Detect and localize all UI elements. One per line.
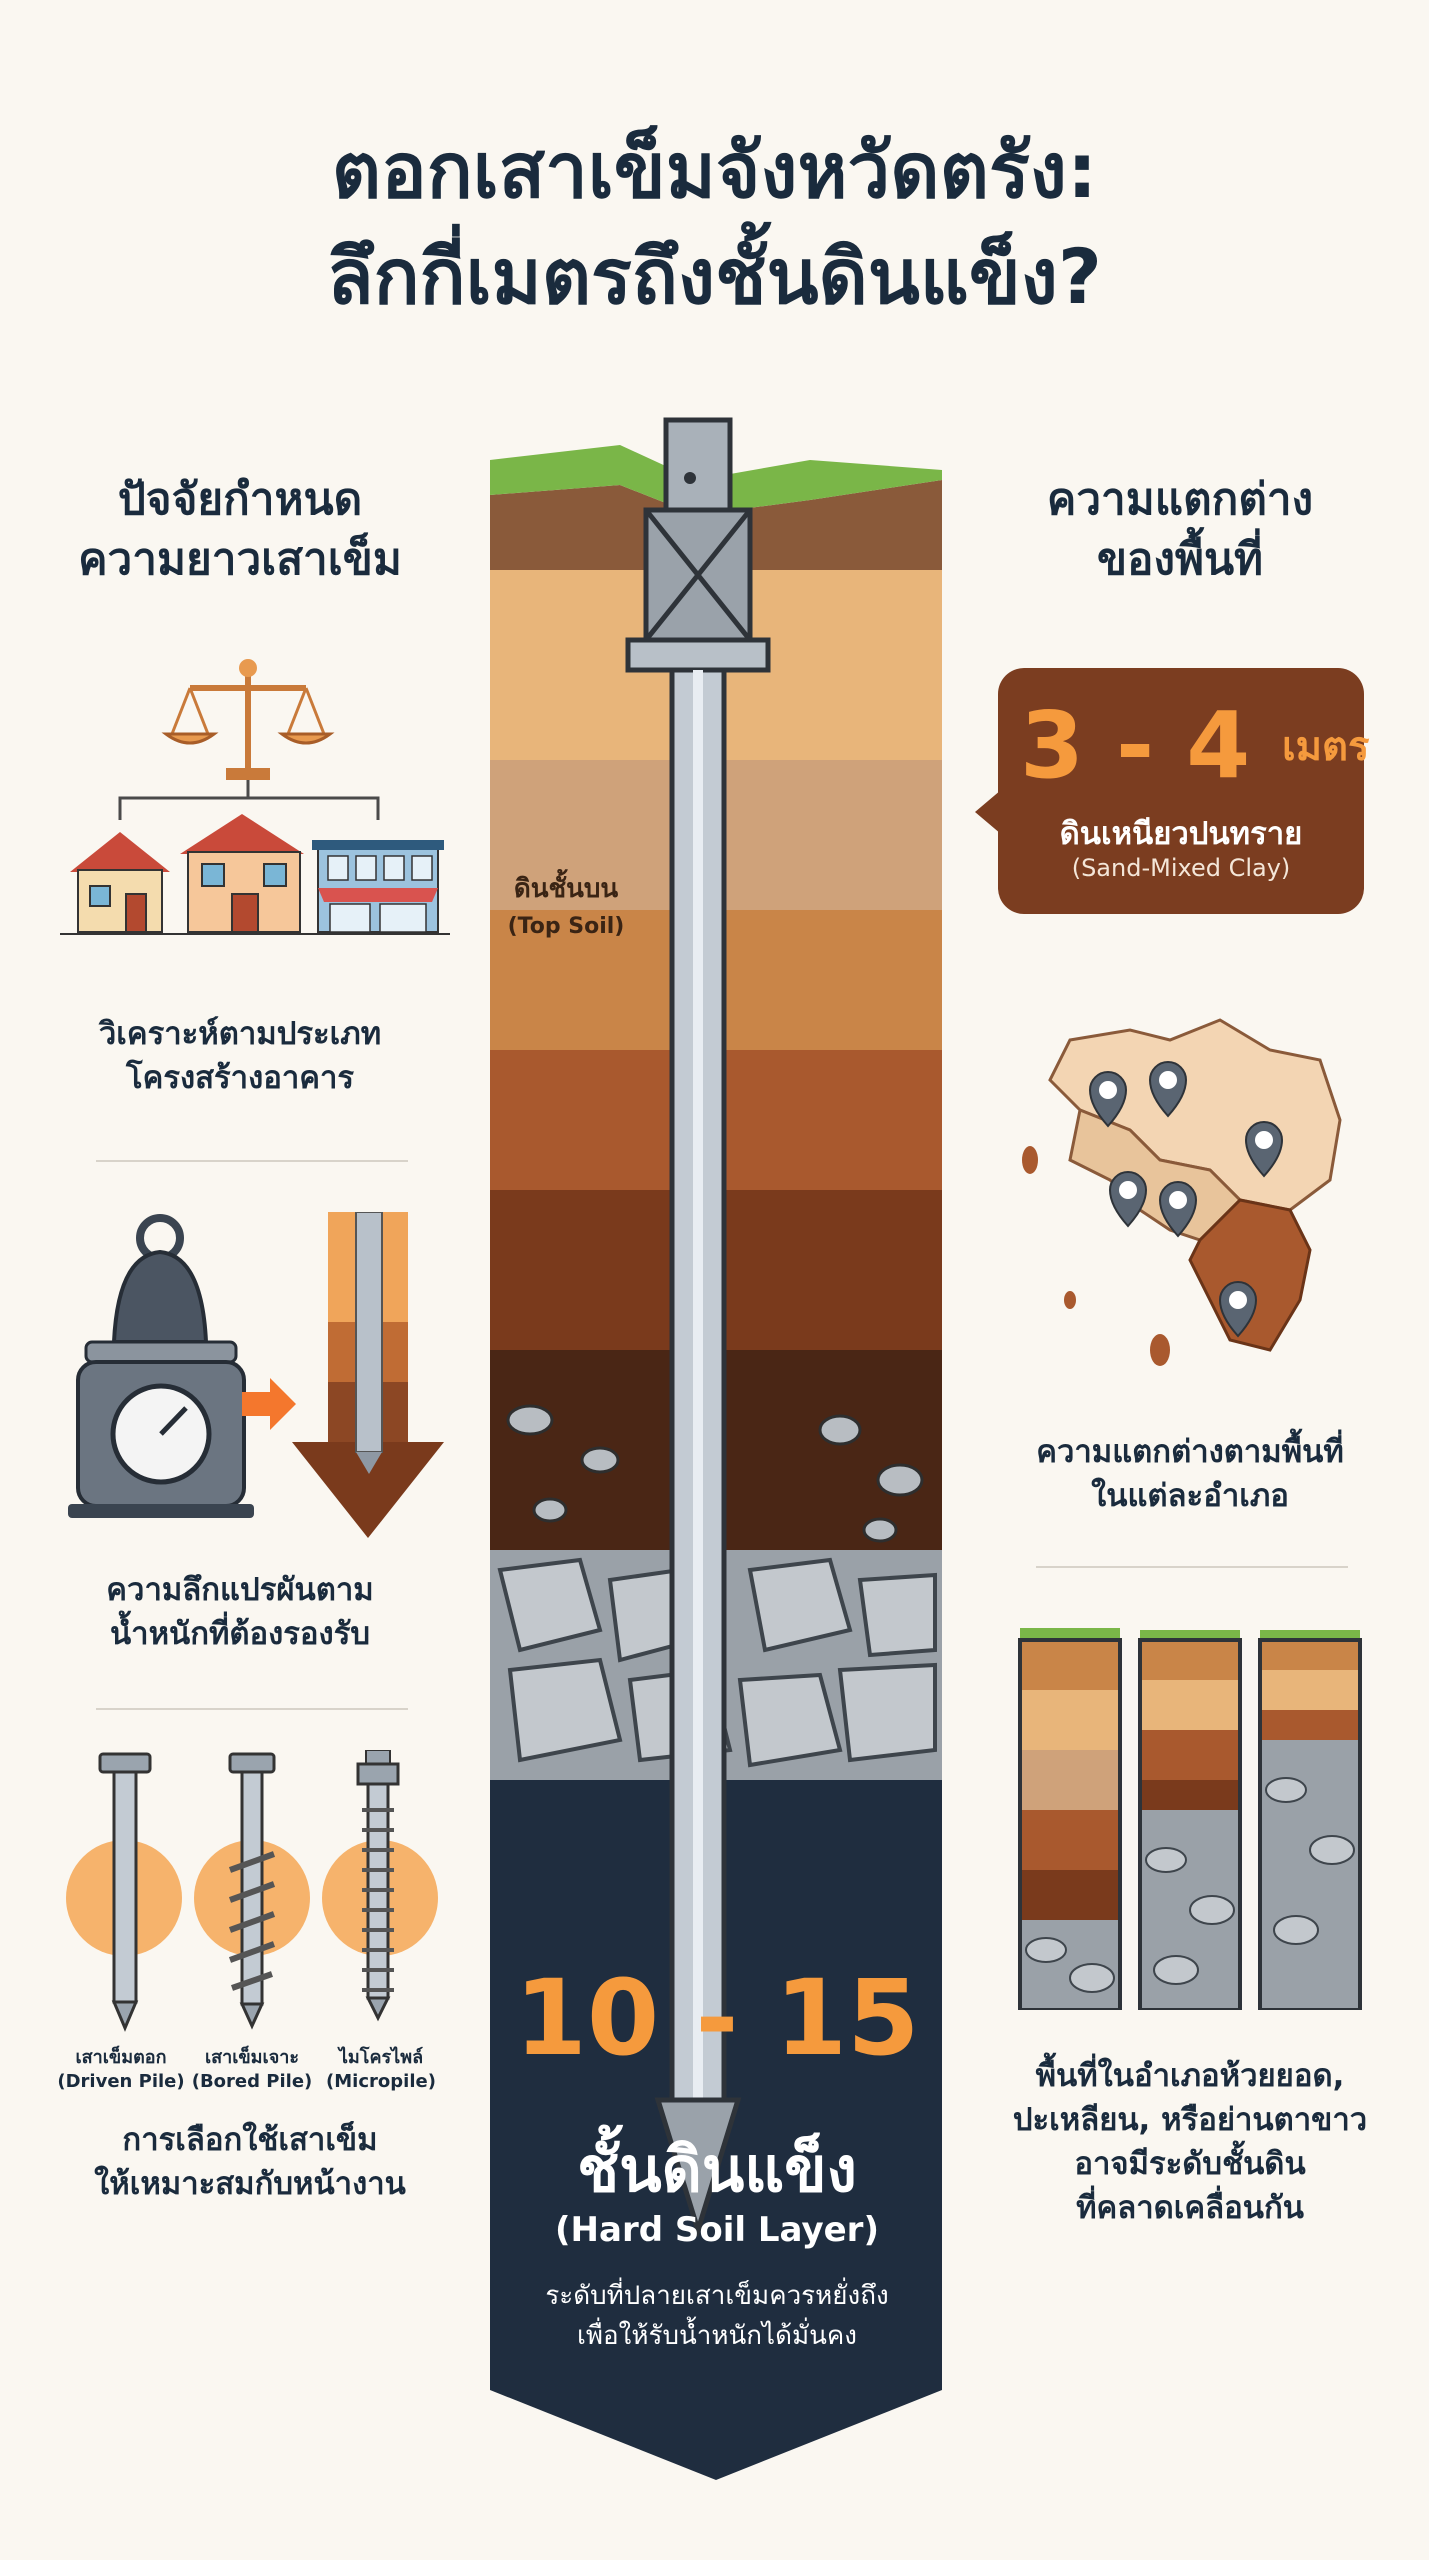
top-soil-th: ดินชั้นบน: [513, 874, 619, 904]
factor2-line-2: น้ำหนักที่ต้องรองรับ: [109, 1616, 371, 1652]
factor3-line-1: การเลือกใช้เสาเข็ม: [122, 2122, 378, 2158]
factor1-line-1: วิเคราะห์ตามประเภท: [98, 1016, 382, 1052]
title-line-2: ลึกกี่เมตรถึงชั้นดินแข็ง?: [327, 232, 1102, 321]
factor2-line-1: ความลึกแปรผันตาม: [106, 1572, 374, 1608]
house-icon: [70, 832, 170, 933]
badge-soil-type: ดินเหนียวปนทราย: [1059, 816, 1303, 852]
hard-desc-line-1: ระดับที่ปลายเสาเข็มควรหยั่งถึง: [545, 2281, 889, 2311]
factor-load-caption: ความลึกแปรผันตาม น้ำหนักที่ต้องรองรับ: [40, 1568, 440, 1656]
trang-district-map-icon: [1022, 1018, 1342, 1366]
hard-layer-depth-range: 10 - 15: [514, 1957, 920, 2079]
factor3-line-2: ให้เหมาะสมกับหน้างาน: [94, 2166, 406, 2202]
hard-layer-description: ระดับที่ปลายเสาเข็มควรหยั่งถึง เพื่อให้ร…: [486, 2276, 948, 2356]
factor-building-caption: วิเคราะห์ตามประเภท โครงสร้างอาคาร: [40, 1012, 440, 1100]
divider: [1036, 1566, 1348, 1568]
pile-label-th: เสาเข็มเจาะ: [204, 2047, 300, 2068]
pile-label-en: (Micropile): [326, 2071, 436, 2092]
soil-column-1: [1018, 1628, 1122, 2010]
pile-label-bored: เสาเข็มเจาะ (Bored Pile): [187, 2046, 317, 2094]
soil-column-2: [1138, 1630, 1242, 2010]
driven-pile-icon: [98, 1752, 152, 2032]
load-depth-icon: [68, 1212, 444, 1538]
shallow-depth-badge: 3 - 4 เมตร ดินเหนียวปนทราย (Sand-Mixed C…: [998, 668, 1370, 914]
map-caption: ความแตกต่างตามพื้นที่ ในแต่ละอำเภอ: [990, 1430, 1390, 1518]
top-soil-en: (Top Soil): [507, 914, 625, 939]
pile-label-th: เสาเข็มตอก: [75, 2047, 167, 2068]
micropile-icon: [356, 1750, 400, 2022]
hard-desc-line-2: เพื่อให้รับน้ำหนักได้มั่นคง: [577, 2321, 857, 2351]
pile-label-driven: เสาเข็มตอก (Driven Pile): [56, 2046, 186, 2094]
townhouse-icon: [180, 814, 304, 933]
badge-soil-type-en: (Sand-Mixed Clay): [1071, 854, 1291, 882]
left-heading: ปัจจัยกำหนด ความยาวเสาเข็ม: [40, 470, 440, 590]
top-soil-label: ดินชั้นบน (Top Soil): [496, 870, 636, 946]
right-heading-line-1: ความแตกต่าง: [1046, 474, 1314, 525]
title-line-1: ตอกเสาเข็มจังหวัดตรัง:: [331, 126, 1098, 215]
pile-label-micro: ไมโครไพล์ (Micropile): [316, 2046, 446, 2094]
hard-layer-title: ชั้นดินแข็ง: [577, 2133, 857, 2206]
divider: [96, 1160, 408, 1162]
soil-columns-comparison-icon: [1018, 1628, 1362, 2010]
left-heading-line-1: ปัจจัยกำหนด: [117, 474, 363, 525]
soil-profile-illustration: [490, 417, 942, 2480]
building-types-icon: [60, 659, 450, 935]
pile-into-soil-icon: [292, 1212, 444, 1538]
badge-unit: เมตร: [1282, 724, 1370, 770]
shop-building-icon: [312, 840, 444, 933]
divider: [96, 1708, 408, 1710]
cols-caption-line-1: พื้นที่ในอำเภอห้วยยอด,: [1035, 2058, 1345, 2094]
right-heading: ความแตกต่าง ของพื้นที่: [980, 470, 1380, 590]
right-heading-line-2: ของพื้นที่: [1096, 534, 1264, 585]
arrow-right-icon: [242, 1378, 296, 1430]
pile-label-th: ไมโครไพล์: [338, 2047, 424, 2068]
weight-scale-icon: [68, 1214, 254, 1518]
badge-range: 3 - 4: [1020, 692, 1251, 799]
factor-pile-type-caption: การเลือกใช้เสาเข็ม ให้เหมาะสมกับหน้างาน: [40, 2118, 460, 2206]
map-caption-line-2: ในแต่ละอำเภอ: [1091, 1478, 1289, 1514]
cols-caption-line-2: ปะเหลียน, หรือย่านตาขาว: [1012, 2102, 1368, 2138]
pile-types-icon: [66, 1750, 438, 2032]
badge-pointer: [975, 790, 1001, 834]
page-title: ตอกเสาเข็มจังหวัดตรัง: ลึกกี่เมตรถึงชั้น…: [0, 118, 1429, 330]
left-heading-line-2: ความยาวเสาเข็ม: [78, 534, 402, 585]
pile-label-en: (Bored Pile): [191, 2071, 313, 2092]
map-caption-line-1: ความแตกต่างตามพื้นที่: [1036, 1434, 1344, 1470]
steel-pile-icon: [625, 417, 771, 2239]
balance-scale-icon: [161, 659, 335, 780]
soil-columns-caption: พื้นที่ในอำเภอห้วยยอด, ปะเหลียน, หรือย่า…: [990, 2054, 1390, 2230]
pile-label-en: (Driven Pile): [57, 2071, 185, 2092]
bored-pile-icon: [228, 1752, 276, 2030]
hard-layer-title-en: (Hard Soil Layer): [555, 2210, 879, 2250]
cols-caption-line-4: ที่คลาดเคลื่อนกัน: [1076, 2190, 1304, 2226]
factor1-line-2: โครงสร้างอาคาร: [125, 1060, 355, 1096]
soil-column-3: [1258, 1630, 1362, 2010]
cols-caption-line-3: อาจมีระดับชั้นดิน: [1074, 2146, 1306, 2182]
